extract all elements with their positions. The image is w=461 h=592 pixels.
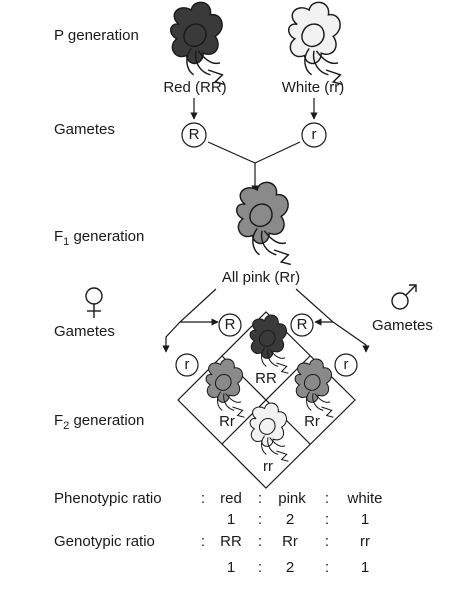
ratio-colon: : bbox=[257, 490, 263, 507]
fertilization-lines bbox=[207, 141, 301, 164]
phenotypic-ratio-label: Phenotypic ratio bbox=[54, 490, 162, 507]
f1-caption: All pink (Rr) bbox=[221, 269, 301, 286]
red-parent-label: Red (RR) bbox=[163, 79, 227, 96]
f1-pink-flower-icon bbox=[235, 181, 292, 266]
female-gamete-R: R bbox=[224, 316, 236, 333]
ratio-colon: : bbox=[324, 490, 330, 507]
male-symbol-icon bbox=[391, 284, 417, 310]
genotype-rr: rr bbox=[360, 533, 370, 550]
genotypic-ratio-label: Genotypic ratio bbox=[54, 533, 155, 550]
gametes-male-label: Gametes bbox=[372, 317, 433, 334]
red-parent-flower-icon bbox=[169, 1, 226, 86]
white-parent-flower-icon bbox=[287, 1, 344, 86]
parent-gamete-r: r bbox=[311, 126, 317, 143]
genotype-count-rr: 1 bbox=[360, 559, 370, 576]
ratio-colon: : bbox=[324, 511, 330, 528]
genotype-count-RR: 1 bbox=[226, 559, 236, 576]
female-gamete-r: r bbox=[184, 356, 190, 373]
punnett-bottom-genotype: rr bbox=[263, 458, 273, 475]
gametes-female-label: Gametes bbox=[54, 323, 115, 340]
female-gamete-r-circle bbox=[175, 353, 199, 377]
phenotype-count-pink: 2 bbox=[285, 511, 295, 528]
ratio-colon: : bbox=[324, 559, 330, 576]
genotype-count-Rr: 2 bbox=[285, 559, 295, 576]
female-gamete-R-circle bbox=[218, 313, 242, 337]
p-generation-label: P generation bbox=[54, 27, 139, 44]
parent-gamete-R-circle bbox=[181, 122, 207, 148]
female-gamete-path bbox=[178, 288, 219, 326]
ratio-colon: : bbox=[257, 511, 263, 528]
punnett-Rr-right-flower-icon bbox=[294, 358, 334, 418]
male-gamete-R-circle bbox=[290, 313, 314, 337]
genotype-RR: RR bbox=[220, 533, 242, 550]
ratio-colon: : bbox=[257, 559, 263, 576]
white-parent-label: White (rr) bbox=[281, 79, 345, 96]
ratio-colon: : bbox=[257, 533, 263, 550]
male-gamete-R: R bbox=[296, 316, 308, 333]
phenotype-count-red: 1 bbox=[226, 511, 236, 528]
punnett-rr-flower-icon bbox=[249, 402, 289, 462]
parent-gamete-R: R bbox=[188, 126, 200, 143]
phenotype-count-white: 1 bbox=[360, 511, 370, 528]
female-gamete-path-2 bbox=[162, 321, 181, 353]
female-symbol-icon bbox=[85, 287, 103, 318]
phenotype-red: red bbox=[220, 490, 242, 507]
genotype-Rr: Rr bbox=[282, 533, 298, 550]
punnett-RR-flower-icon bbox=[249, 314, 289, 374]
ratio-colon: : bbox=[200, 533, 206, 550]
gametes-label: Gametes bbox=[54, 121, 115, 138]
male-gamete-r-circle bbox=[334, 353, 358, 377]
punnett-Rr-left-flower-icon bbox=[205, 358, 245, 418]
parent-gamete-r-circle bbox=[301, 122, 327, 148]
ratio-colon: : bbox=[200, 490, 206, 507]
ratio-colon: : bbox=[324, 533, 330, 550]
f1-generation-label: F1 generation bbox=[54, 228, 145, 248]
male-gamete-path-2 bbox=[332, 321, 370, 353]
phenotype-pink: pink bbox=[278, 490, 306, 507]
phenotype-white: white bbox=[347, 490, 383, 507]
punnett-right-genotype: Rr bbox=[304, 413, 320, 430]
punnett-left-genotype: Rr bbox=[219, 413, 235, 430]
f2-generation-label: F2 generation bbox=[54, 412, 145, 432]
punnett-top-genotype: RR bbox=[255, 370, 277, 387]
male-gamete-r: r bbox=[343, 356, 349, 373]
